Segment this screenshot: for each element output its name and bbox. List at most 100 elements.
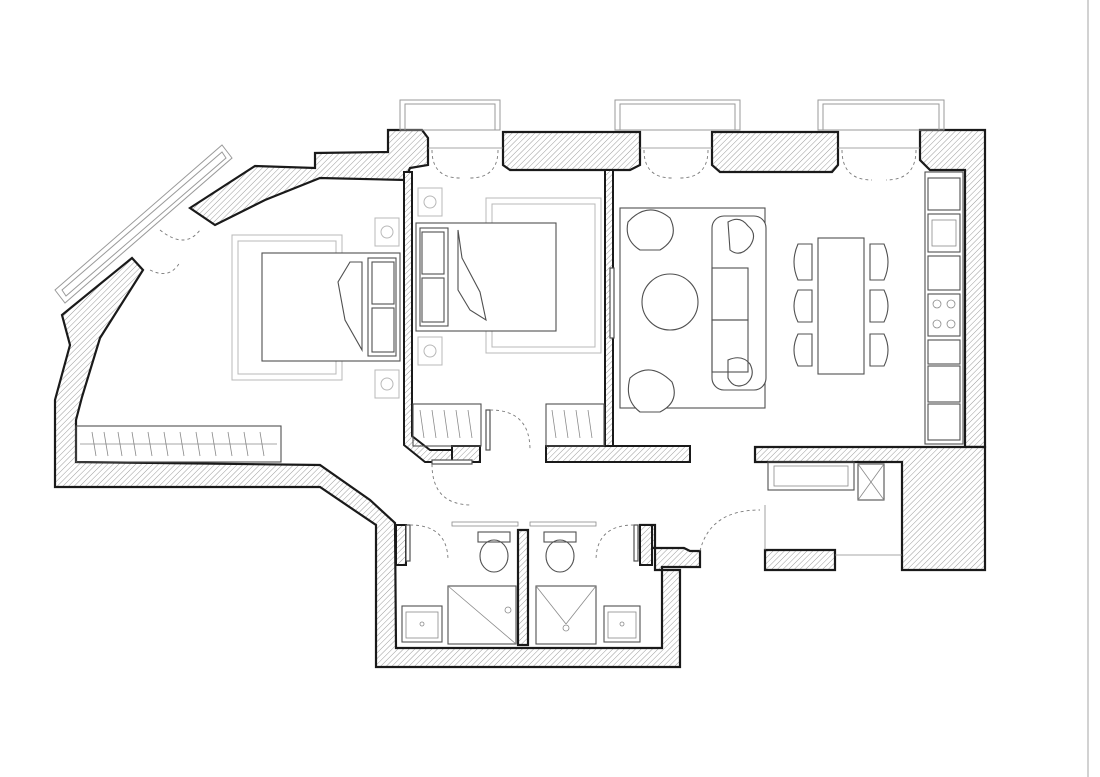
wardrobe-left: [75, 425, 282, 463]
bed-left-headboard: [367, 257, 397, 357]
wall-south-east: [753, 445, 987, 572]
armchair-top: [626, 209, 674, 251]
kitchen-sink-bowl: [931, 219, 957, 247]
bedroom-center: [412, 187, 605, 447]
lamp-left-1: [380, 225, 394, 239]
door-swing-bath-left: [409, 524, 449, 562]
shower-right-drain: [562, 624, 570, 632]
chair-2: [793, 289, 813, 323]
blanket-fold-center: [457, 229, 487, 322]
wall-bath-top-right: [639, 524, 653, 566]
chair-4: [869, 243, 889, 281]
window-top-1-inner: [404, 103, 496, 131]
sink-right: [603, 605, 641, 643]
door-swing-entry: [699, 509, 761, 552]
pillow-left-2: [371, 307, 395, 353]
bathroom-left: [401, 521, 519, 645]
hangers-left: [91, 431, 265, 457]
swing-slant-2: [149, 261, 181, 275]
armchair-bottom: [627, 369, 675, 413]
wall-bath-divider: [516, 528, 530, 647]
bath-right-ceiling-line: [529, 521, 597, 527]
wall-entry-stub: [763, 548, 837, 572]
wall-hall-north: [545, 445, 691, 463]
sofa-seat-2: [711, 319, 749, 373]
entry-utility-box: [857, 463, 885, 501]
wall-west: [53, 256, 702, 669]
kitchen-cab-5: [927, 403, 961, 441]
door-bath-left: [405, 524, 411, 562]
wall-top-1: [501, 130, 642, 172]
wardrobe-center-1: [412, 403, 482, 447]
bedroom-left: [75, 217, 401, 463]
burner-2: [946, 299, 956, 309]
pillow-center-2: [421, 277, 445, 323]
pillow-left-1: [371, 261, 395, 305]
bath-left-ceiling-line: [451, 521, 519, 527]
kitchen-cab-4: [927, 365, 961, 403]
chair-6: [869, 333, 889, 367]
sink-left-bowl: [405, 611, 439, 639]
dining-table: [817, 237, 865, 375]
shower-left: [447, 585, 517, 645]
sink-left-drain: [419, 621, 425, 627]
nightstand-center-2: [417, 336, 443, 366]
toilet-left-tank: [477, 531, 511, 543]
kitchen-cab-2: [927, 255, 961, 291]
hangers-center-1: [419, 409, 473, 439]
door-bedroom-center: [485, 409, 491, 451]
sofa-cushion-top: [727, 218, 755, 254]
kitchen: [924, 171, 964, 445]
door-bedroom-left: [431, 459, 473, 465]
nightstand-center-1: [417, 187, 443, 217]
kitchen-sink: [927, 213, 961, 253]
lamp-center-1: [423, 195, 437, 209]
burner-4: [946, 319, 956, 329]
swing-top-3b: [885, 149, 917, 181]
chair-3: [793, 333, 813, 367]
kitchen-stove: [927, 293, 961, 337]
coffee-table: [641, 273, 699, 331]
entry-storage: [764, 461, 902, 556]
window-top-3-inner: [822, 103, 940, 131]
swing-top-2a: [643, 149, 673, 179]
windows: [54, 99, 945, 304]
sofa: [711, 215, 767, 391]
nightstand-left-1: [374, 217, 400, 247]
shower-left-drain: [504, 606, 512, 614]
wall-top-2: [710, 130, 840, 174]
kitchen-cab-3: [927, 339, 961, 365]
door-swing-bath-right: [595, 524, 635, 562]
swing-top-1a: [431, 149, 461, 179]
hangers-center-2: [551, 409, 593, 439]
interior-walls: [395, 169, 691, 566]
sofa-cushion-bottom: [727, 357, 753, 387]
wardrobe-center-2: [545, 403, 605, 447]
bed-center-headboard: [419, 227, 449, 327]
shower-right-diag-2: [565, 585, 597, 625]
pillow-center-1: [421, 231, 445, 275]
shower-right: [535, 585, 597, 645]
dining-chairs: [793, 243, 889, 367]
utility-x-2: [857, 463, 885, 501]
entry-cabinet: [767, 461, 855, 491]
wall-upper-left: [188, 128, 430, 227]
wall-bath-top-left: [395, 524, 407, 566]
sink-left: [401, 605, 443, 643]
bed-left: [261, 252, 401, 362]
blanket-fold-left: [337, 261, 363, 353]
doors: [405, 267, 761, 562]
door-bath-right: [633, 524, 639, 562]
chair-5: [869, 289, 889, 323]
bed-center: [415, 222, 557, 332]
burner-1: [932, 299, 942, 309]
swing-slant: [159, 229, 201, 241]
window-swings: [149, 149, 917, 275]
kitchen-cab-1: [927, 177, 961, 211]
shower-right-diag-1: [535, 585, 567, 625]
sink-right-bowl: [607, 611, 637, 639]
toilet-right-tank: [543, 531, 577, 543]
wall-east: [918, 128, 987, 449]
burner-3: [932, 319, 942, 329]
